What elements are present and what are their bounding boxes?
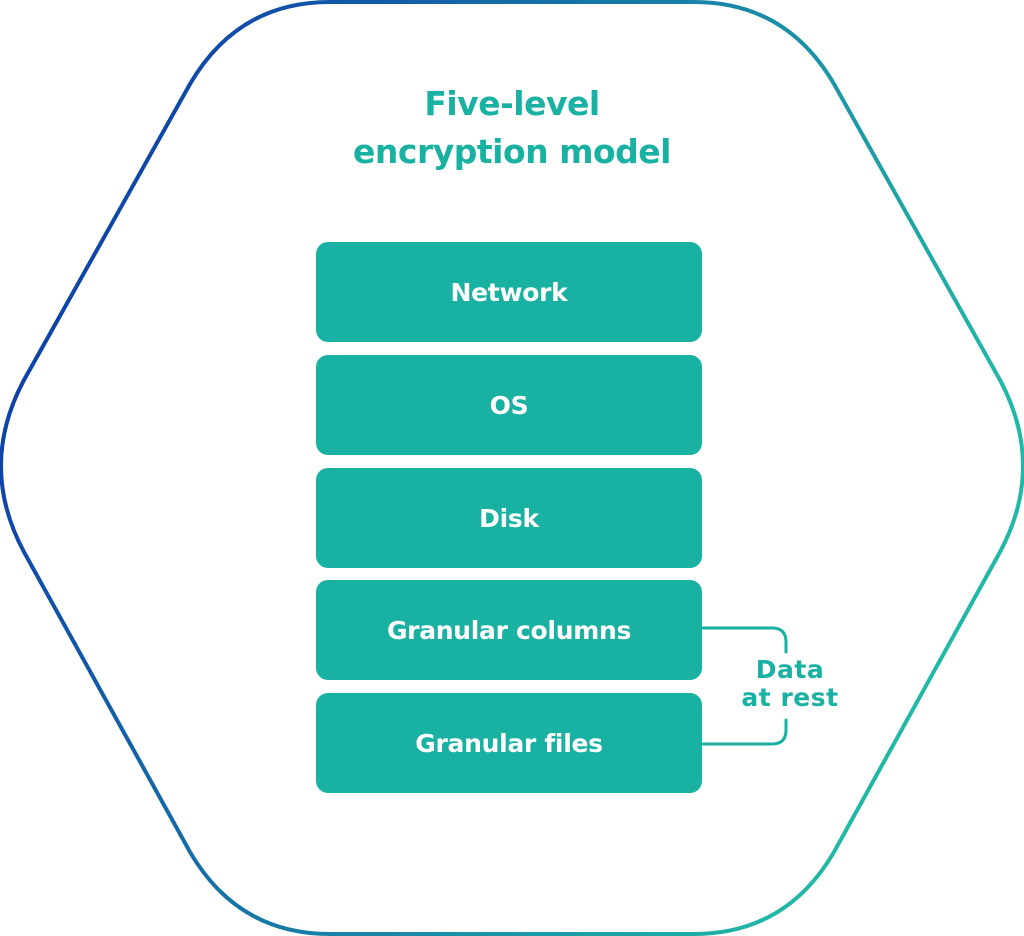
layer-granular-files: Granular files xyxy=(316,693,702,793)
layer-network: Network xyxy=(316,242,702,342)
layer-os: OS xyxy=(316,355,702,455)
data-at-rest-label-line-2: at rest xyxy=(741,683,839,712)
diagram-title-line-1: Five-level xyxy=(424,84,600,123)
layer-disk: Disk xyxy=(316,468,702,568)
data-at-rest-label-line-1: Data xyxy=(755,655,825,684)
diagram-title-line-2: encryption model xyxy=(353,132,671,171)
layer-granular-columns: Granular columns xyxy=(316,580,702,680)
